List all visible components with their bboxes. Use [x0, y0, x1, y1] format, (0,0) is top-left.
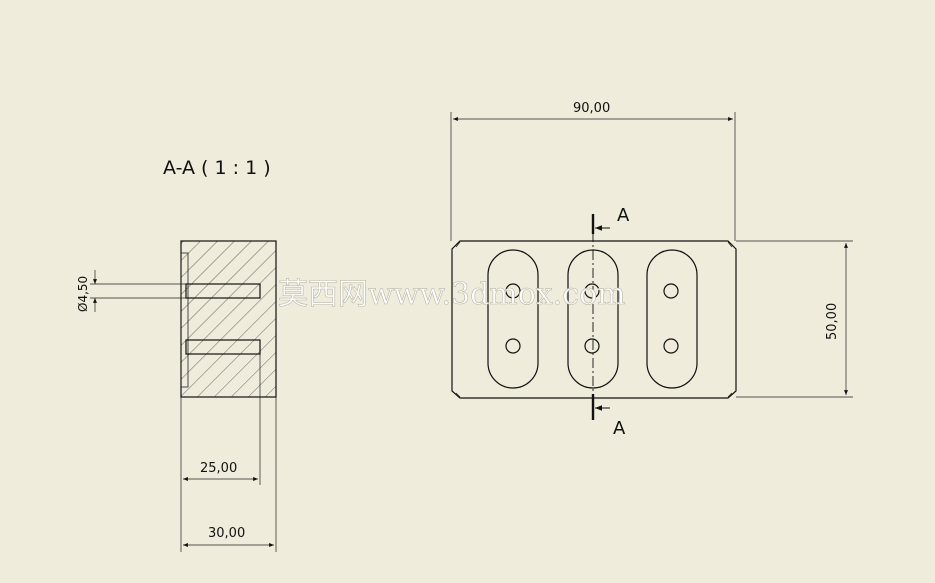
section-mark-top: A — [591, 205, 630, 234]
dim-hole-diameter-label: Ø4,50 — [76, 276, 90, 312]
dim-total-depth-label: 30,00 — [208, 526, 245, 541]
section-hole-lower — [185, 339, 261, 355]
plate-outline — [451, 240, 737, 399]
section-mark-bottom-label: A — [613, 418, 626, 439]
hole-left-upper — [505, 283, 521, 299]
section-title: A-A ( 1 : 1 ) — [163, 157, 271, 179]
hole-center-lower — [584, 338, 600, 354]
hole-center-upper — [584, 283, 600, 299]
hole-left-lower — [505, 338, 521, 354]
dim-width-label: 90,00 — [573, 101, 610, 116]
watermark: 莫西网www.3dmox.com — [278, 277, 626, 312]
section-mark-top-label: A — [617, 205, 630, 226]
hole-right-lower — [663, 338, 679, 354]
section-view: A-A ( 1 : 1 ) Ø4,50 25,00 30,00 — [76, 157, 277, 552]
dim-height: 50,00 — [736, 240, 853, 398]
dim-hole-diameter: Ø4,50 — [76, 270, 186, 312]
slot-left — [487, 249, 539, 389]
dim-height-label: 50,00 — [825, 303, 840, 340]
section-hatch — [181, 241, 276, 397]
dim-width: 90,00 — [450, 101, 736, 241]
hole-right-upper — [663, 283, 679, 299]
section-hole-upper — [185, 283, 261, 299]
dim-slot-depth: 25,00 — [180, 354, 261, 552]
section-mark-bottom: A — [591, 394, 626, 439]
slot-right — [646, 249, 698, 389]
section-plate — [180, 252, 189, 388]
dim-slot-depth-label: 25,00 — [200, 461, 237, 476]
corner-marks — [455, 241, 733, 398]
dim-total-depth: 30,00 — [183, 397, 277, 552]
top-view: A A 90,00 50,00 — [450, 101, 853, 439]
